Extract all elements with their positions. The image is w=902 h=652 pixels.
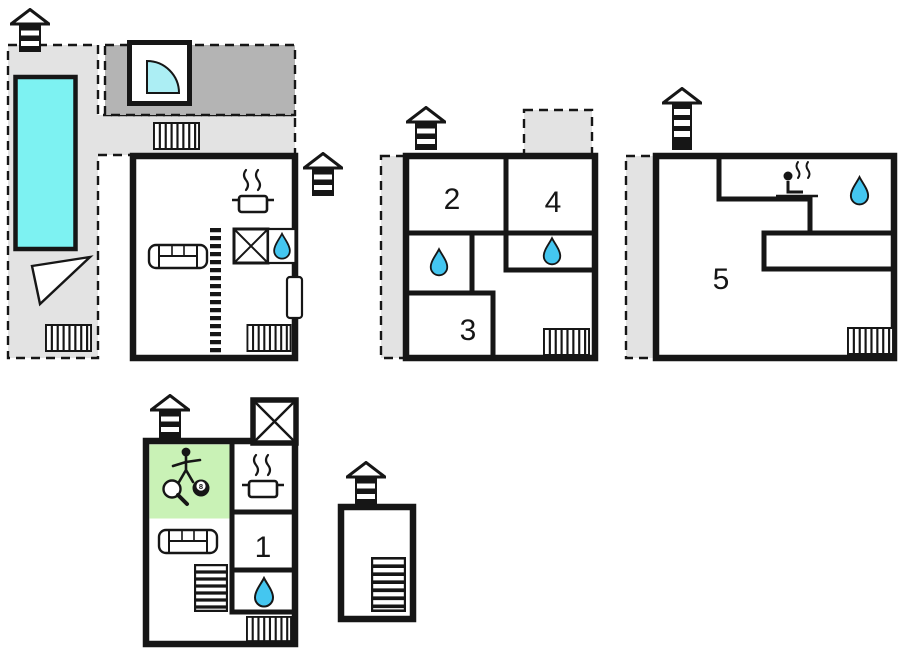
sofa-icon — [147, 243, 209, 270]
shower-icon — [250, 397, 299, 446]
stairs-icon — [543, 328, 590, 356]
sauna-icon — [776, 161, 818, 198]
billiard-ball-icon: 8 — [192, 479, 210, 497]
entrance-icon — [303, 152, 343, 198]
entrance-icon — [150, 394, 190, 440]
building-bottom-middle — [337, 461, 417, 623]
swimming-pool — [13, 74, 78, 252]
door-icon — [285, 275, 304, 320]
room-1-label: 1 — [255, 531, 272, 564]
building-top-right: 5 — [624, 87, 898, 362]
interior-walls — [229, 438, 298, 615]
terrace-strip — [624, 154, 658, 360]
stairs-icon — [847, 327, 894, 355]
interior-walls — [403, 153, 598, 361]
entrance-icon — [346, 461, 386, 507]
table-tennis-paddle-icon — [162, 479, 189, 506]
triangle-marker — [30, 255, 94, 307]
room-3-label: 3 — [460, 314, 477, 347]
stairs-icon — [371, 557, 406, 612]
balcony-area — [522, 108, 594, 158]
stairs-icon — [246, 616, 292, 642]
room-2-label: 2 — [444, 183, 461, 216]
stairs-icon — [45, 324, 92, 352]
stairs-icon — [194, 564, 228, 612]
billiard-ball-number: 8 — [199, 482, 203, 491]
door-swing-icon — [146, 59, 181, 94]
building-top-left — [6, 8, 343, 362]
chimney-icon — [662, 87, 702, 152]
game-room-area — [149, 444, 232, 519]
stairs-icon — [153, 122, 200, 150]
building-bottom-left: 8 1 — [142, 394, 299, 648]
room-5-label: 5 — [713, 263, 730, 296]
stairs-icon — [246, 324, 292, 352]
interior-walls — [716, 153, 897, 272]
room-4-label: 4 — [545, 186, 562, 219]
entrance-icon — [406, 106, 446, 152]
terrace-strip — [379, 154, 408, 360]
sofa-icon — [157, 528, 219, 555]
shower-icon — [232, 227, 270, 265]
player-figure-icon — [171, 447, 202, 484]
building-top-middle: 2 4 3 — [379, 106, 599, 362]
